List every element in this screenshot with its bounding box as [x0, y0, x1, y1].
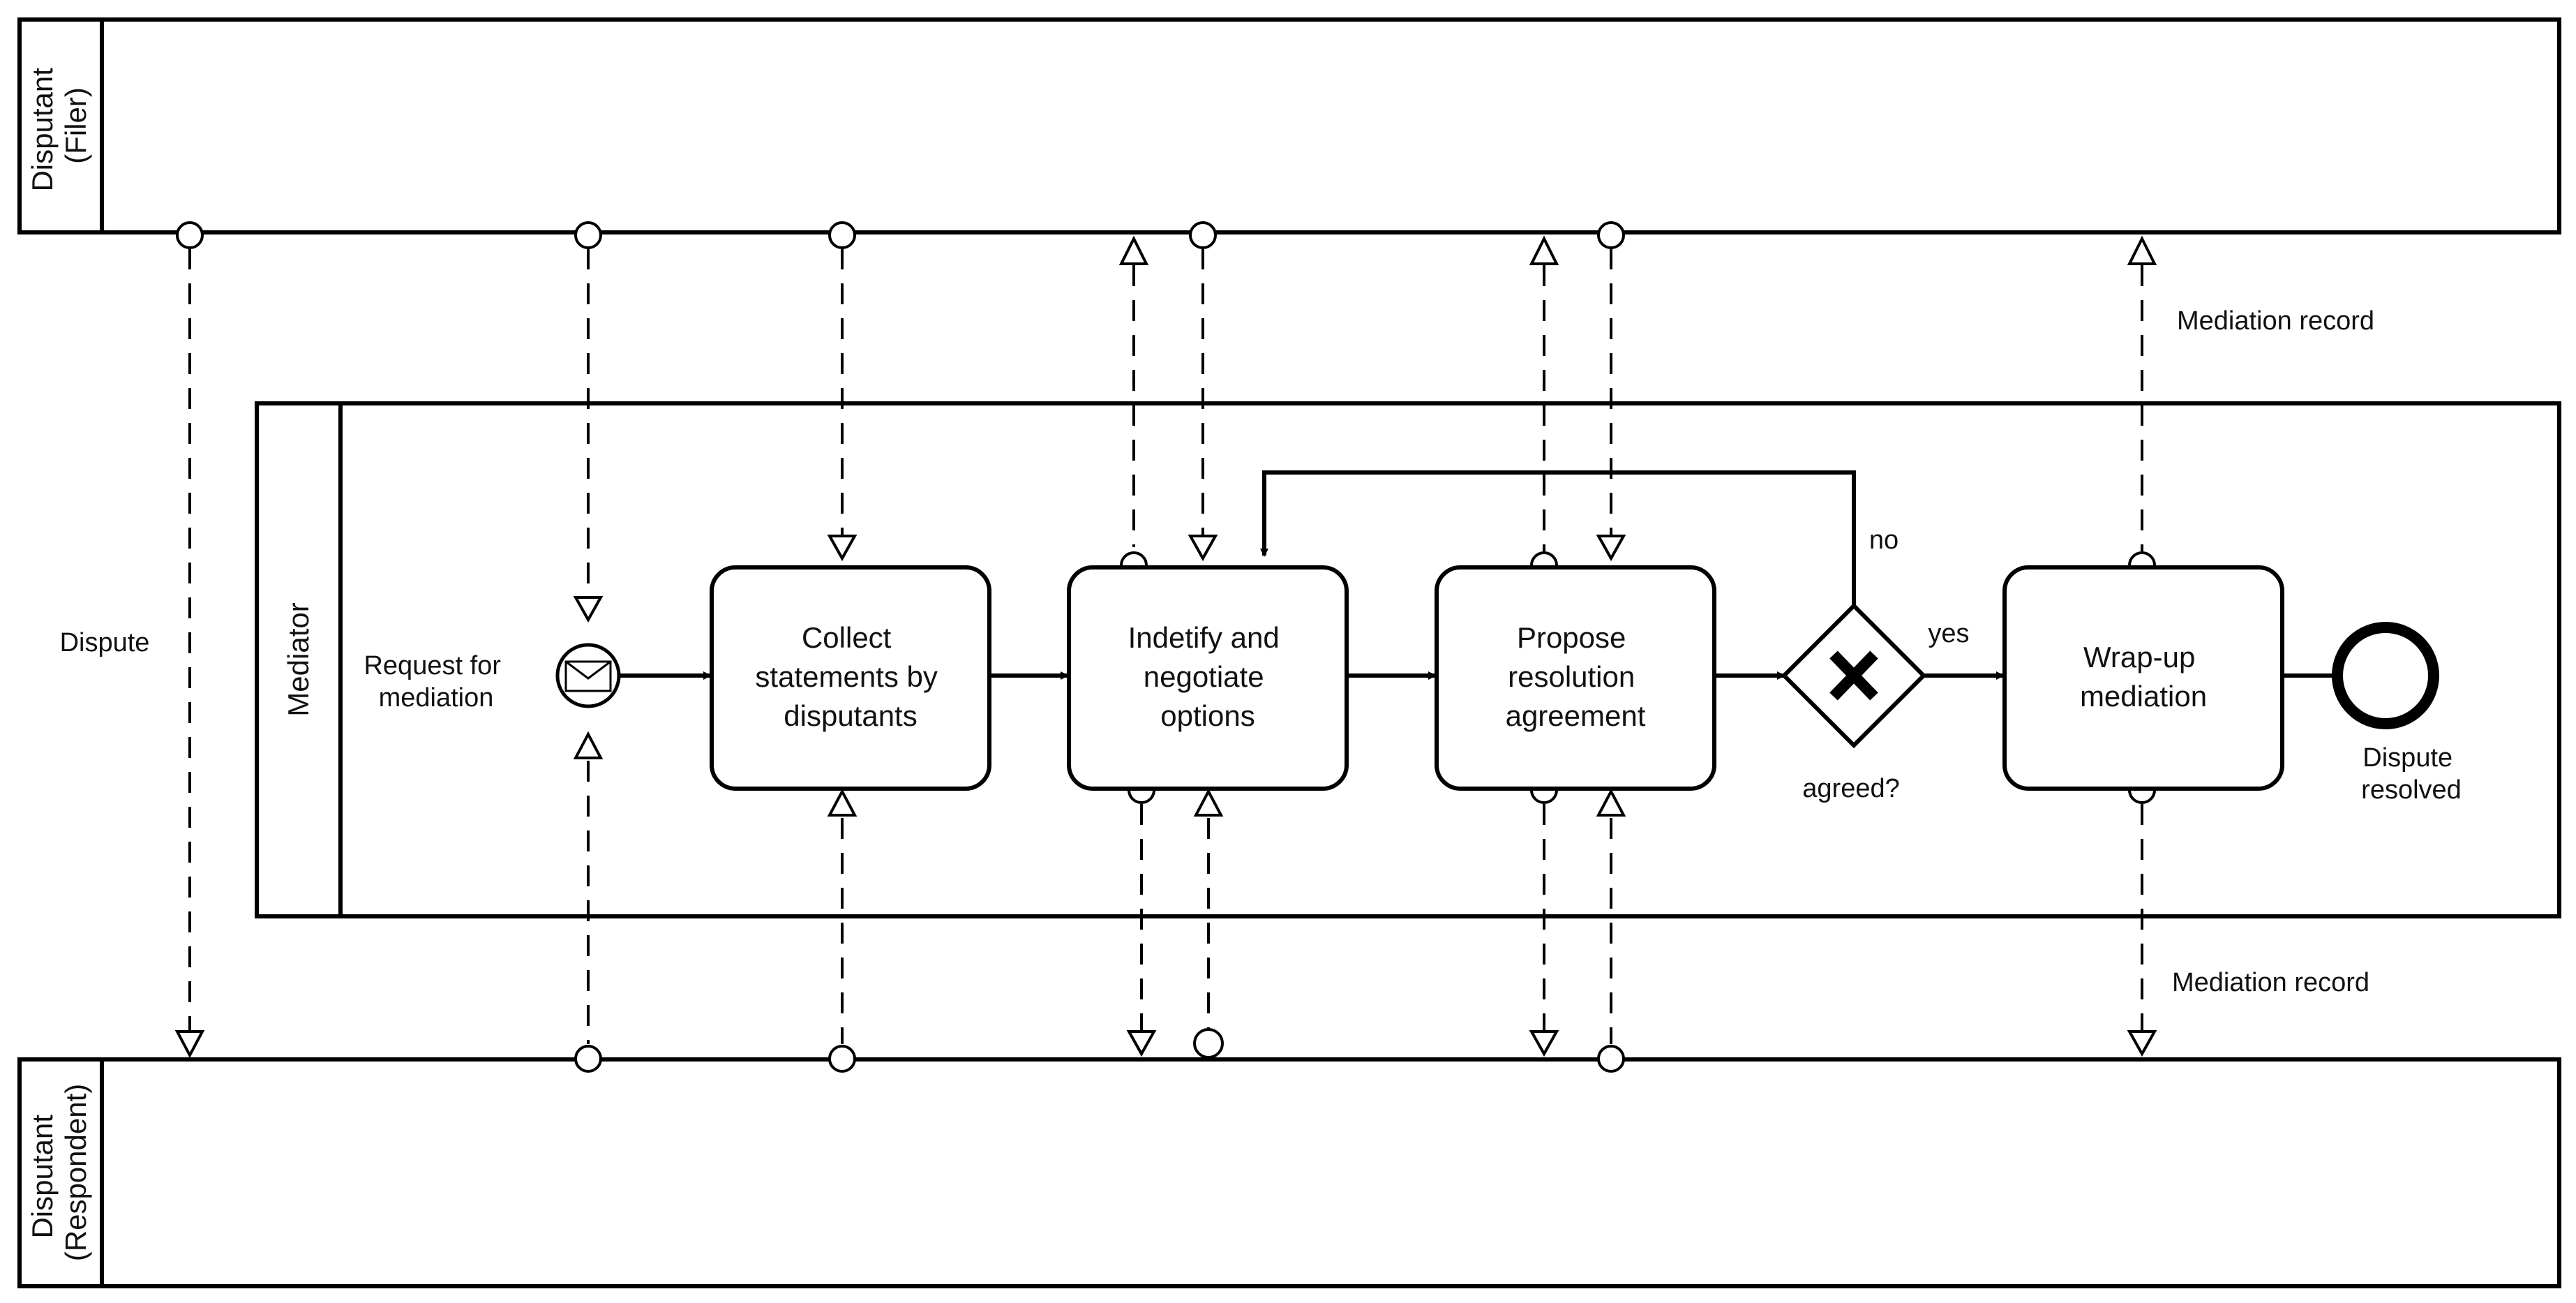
- gateway-agreed[interactable]: [1781, 602, 1927, 749]
- start-event-label: Request for mediation: [364, 651, 508, 713]
- gateway-yes-label: yes: [1928, 619, 1969, 648]
- task-collect-label: Collect statements by disputants: [755, 621, 945, 732]
- pool-filer: Disputant (Filer): [17, 17, 2561, 234]
- task-wrapup-label: Wrap-up mediation: [2080, 641, 2207, 713]
- task-identify-options[interactable]: Indetify and negotiate options: [1067, 565, 1349, 791]
- message-label-record-bottom: Mediation record: [2172, 968, 2369, 997]
- message-flows: [188, 248, 2143, 1044]
- gateway-no-label: no: [1869, 526, 1899, 555]
- start-event-request[interactable]: [555, 643, 621, 708]
- message-label-dispute: Dispute: [60, 628, 150, 657]
- pool-filer-label: Disputant (Filer): [26, 59, 92, 191]
- end-event-label: Dispute resolved: [2361, 743, 2462, 805]
- message-end-markers: [174, 235, 2157, 1059]
- exclusive-x-icon: [1829, 650, 1878, 701]
- envelope-icon: [564, 660, 612, 692]
- task-wrapup-mediation[interactable]: Wrap-up mediation: [2002, 565, 2284, 791]
- end-event-resolved[interactable]: [2332, 622, 2439, 729]
- gateway-label: agreed?: [1802, 774, 1899, 803]
- pool-respondent-label: Disputant (Respondent): [26, 1084, 92, 1261]
- task-collect-statements[interactable]: Collect statements by disputants: [710, 565, 991, 791]
- pool-mediator-label: Mediator: [282, 602, 315, 716]
- task-identify-label: Indetify and negotiate options: [1128, 621, 1288, 732]
- task-propose-resolution[interactable]: Propose resolution agreement: [1435, 565, 1716, 791]
- task-propose-label: Propose resolution agreement: [1506, 621, 1646, 732]
- pool-respondent: Disputant (Respondent): [17, 1057, 2561, 1288]
- message-label-record-top: Mediation record: [2177, 306, 2374, 336]
